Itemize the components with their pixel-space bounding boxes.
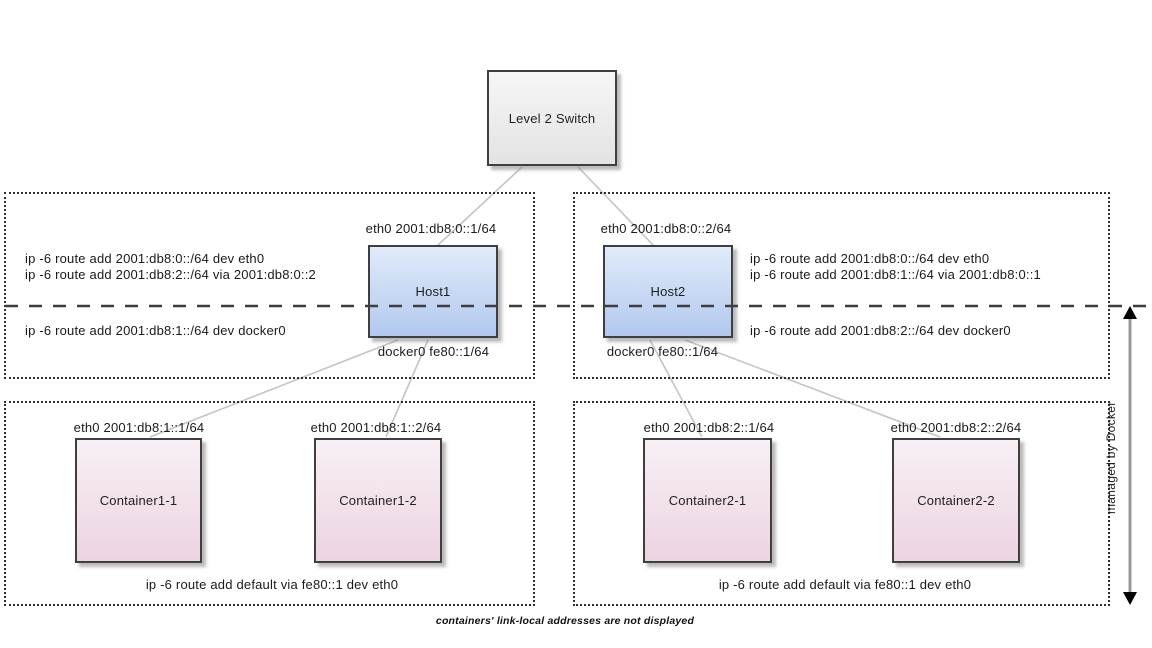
container2-1-eth0-label: eth0 2001:db8:2::1/64 (643, 420, 775, 435)
host1-route-line2: ip -6 route add 2001:db8:2::/64 via 2001… (25, 267, 316, 282)
container2-2-eth0-label: eth0 2001:db8:2::2/64 (890, 420, 1022, 435)
level2-switch-node: Level 2 Switch (487, 70, 617, 166)
host2-node: Host2 (603, 245, 733, 338)
container1-1-label: Container1-1 (99, 493, 178, 508)
container2-1-label: Container2-1 (668, 493, 747, 508)
managed-by-docker-arrowhead-up (1123, 306, 1137, 319)
host2-eth0-label: eth0 2001:db8:0::2/64 (600, 221, 732, 236)
container1-2-node: Container1-2 (314, 438, 442, 563)
host1-label: Host1 (415, 284, 451, 299)
host1-route-line1: ip -6 route add 2001:db8:0::/64 dev eth0 (25, 251, 265, 266)
container1-2-eth0-label: eth0 2001:db8:1::2/64 (310, 420, 442, 435)
host2-containers-boundary-box (573, 401, 1110, 606)
managed-by-docker-label: managed by Docker (1104, 401, 1118, 515)
host1-uplink-routes: ip -6 route add 2001:db8:0::/64 dev eth0… (25, 251, 316, 283)
container2-2-node: Container2-2 (892, 438, 1020, 563)
host2-docker0-route: ip -6 route add 2001:db8:2::/64 dev dock… (750, 323, 1011, 338)
host1-containers-boundary-box (4, 401, 535, 606)
host2-label: Host2 (650, 284, 686, 299)
container1-1-node: Container1-1 (75, 438, 202, 563)
host1-boundary-box (4, 192, 535, 379)
host2-route-line2: ip -6 route add 2001:db8:1::/64 via 2001… (750, 267, 1041, 282)
container1-2-label: Container1-2 (339, 493, 417, 508)
diagram-caption: containers' link-local addresses are not… (435, 615, 695, 627)
container1-1-eth0-label: eth0 2001:db8:1::1/64 (73, 420, 205, 435)
level2-switch-label: Level 2 Switch (508, 110, 596, 126)
container2-1-node: Container2-1 (643, 438, 772, 563)
managed-by-docker-arrowhead-down (1123, 592, 1137, 605)
containers2-default-route: ip -6 route add default via fe80::1 dev … (718, 577, 972, 592)
host2-docker0-label: docker0 fe80::1/64 (606, 344, 719, 359)
host2-boundary-box (573, 192, 1110, 379)
host1-docker0-label: docker0 fe80::1/64 (377, 344, 490, 359)
host2-uplink-routes: ip -6 route add 2001:db8:0::/64 dev eth0… (750, 251, 1041, 283)
host1-docker0-route: ip -6 route add 2001:db8:1::/64 dev dock… (25, 323, 286, 338)
host2-route-line1: ip -6 route add 2001:db8:0::/64 dev eth0 (750, 251, 990, 266)
container2-2-label: Container2-2 (917, 493, 995, 508)
host1-node: Host1 (368, 245, 498, 338)
host1-eth0-label: eth0 2001:db8:0::1/64 (365, 221, 497, 236)
containers1-default-route: ip -6 route add default via fe80::1 dev … (145, 577, 399, 592)
